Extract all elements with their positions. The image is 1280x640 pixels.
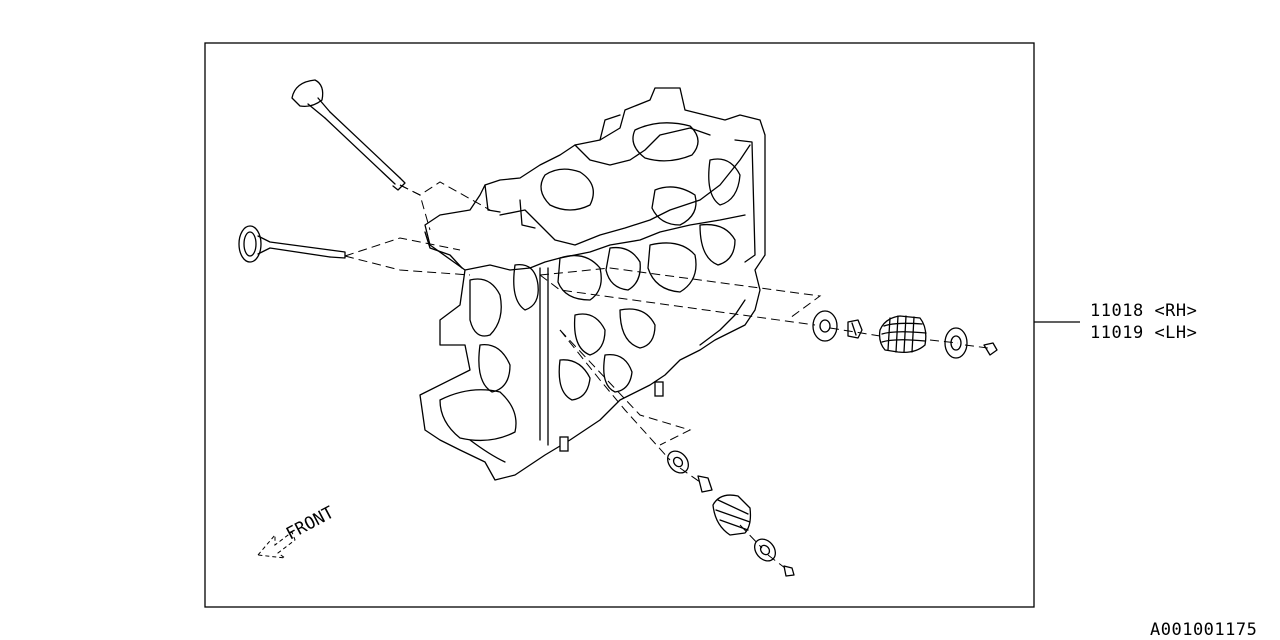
exhaust-valve [291, 79, 406, 191]
part-side: <RH> [1154, 301, 1198, 321]
valve-spring-set-upper [812, 310, 998, 359]
part-side: <LH> [1154, 323, 1198, 343]
front-label: FRONT [283, 503, 338, 545]
valve-spring-set-lower [667, 450, 795, 577]
drawing-code: A001001175 [1150, 620, 1258, 640]
front-arrow-icon [257, 531, 296, 559]
callout-part-lh: 11019 <LH> [1090, 322, 1197, 344]
diagram-frame [204, 42, 1035, 608]
intake-valve [238, 225, 346, 263]
callout-part-rh: 11018 <RH> [1090, 300, 1197, 322]
cylinder-head-block [419, 87, 766, 481]
alignment-lines [344, 181, 989, 569]
part-number: 11019 [1090, 323, 1144, 343]
part-number: 11018 [1090, 301, 1144, 321]
